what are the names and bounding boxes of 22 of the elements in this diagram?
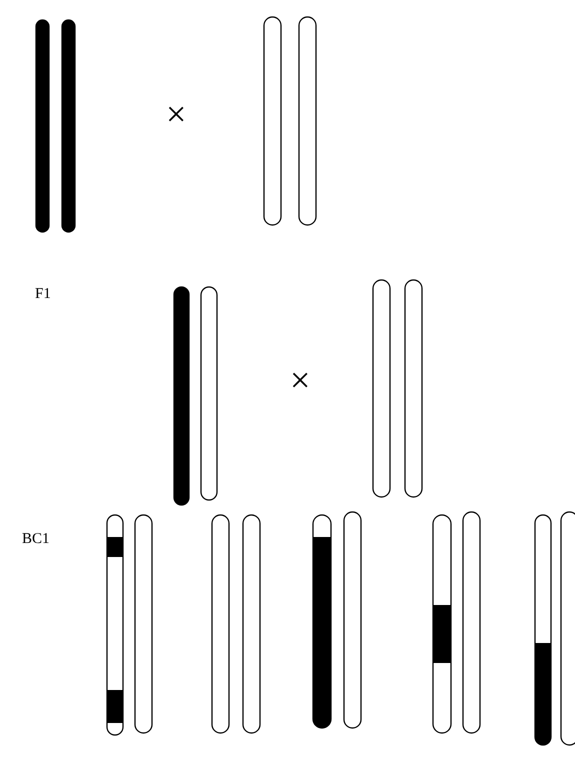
chromosome [432,514,452,734]
chromosome [372,279,391,498]
chromosome [200,286,218,501]
chromosome [462,511,481,734]
chromosome [61,19,76,233]
chromosome [173,286,190,506]
chromosome [312,514,332,729]
generation-label: F1 [35,287,51,302]
chromosome [35,19,50,233]
chromosome [211,514,230,734]
chromosome [134,514,153,734]
generation-label: BC1 [22,532,50,547]
chromosome [298,16,317,226]
chromosome [106,514,124,736]
chromosome [404,279,423,498]
cross-symbol: × [166,96,186,132]
chromosome [263,16,282,226]
chromosome [343,511,362,729]
cross-symbol: × [290,362,310,398]
chromosome [560,511,575,746]
chromosome [534,514,552,746]
chromosome [242,514,261,734]
